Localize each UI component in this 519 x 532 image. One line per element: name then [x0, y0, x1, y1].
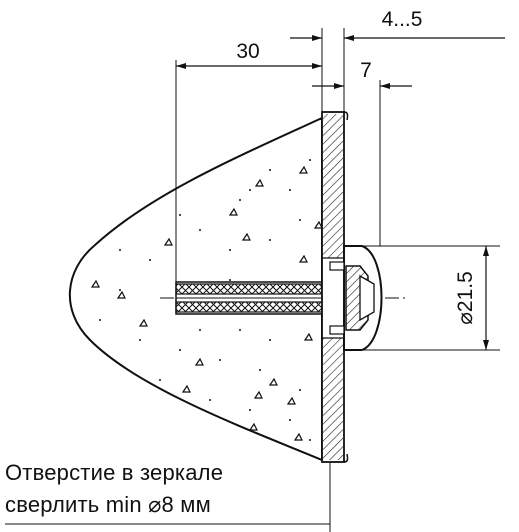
dimension-lines: [176, 35, 505, 350]
dim-depth-label: 30: [236, 40, 259, 63]
mirror-glass: [321, 111, 349, 463]
drilling-note-line2: сверлить min ⌀8 мм: [5, 492, 211, 517]
dim-cap-diameter-label: ⌀21.5: [454, 271, 477, 325]
dim-clamp-offset-label: 7: [360, 59, 372, 82]
dowel: [175, 281, 327, 315]
dim-glass-thickness-label: 4...5: [382, 8, 423, 31]
drilling-note-line1: Отверстие в зеркале: [5, 460, 224, 485]
extension-lines: [175, 28, 500, 532]
concrete-aggregate: [90, 165, 323, 441]
